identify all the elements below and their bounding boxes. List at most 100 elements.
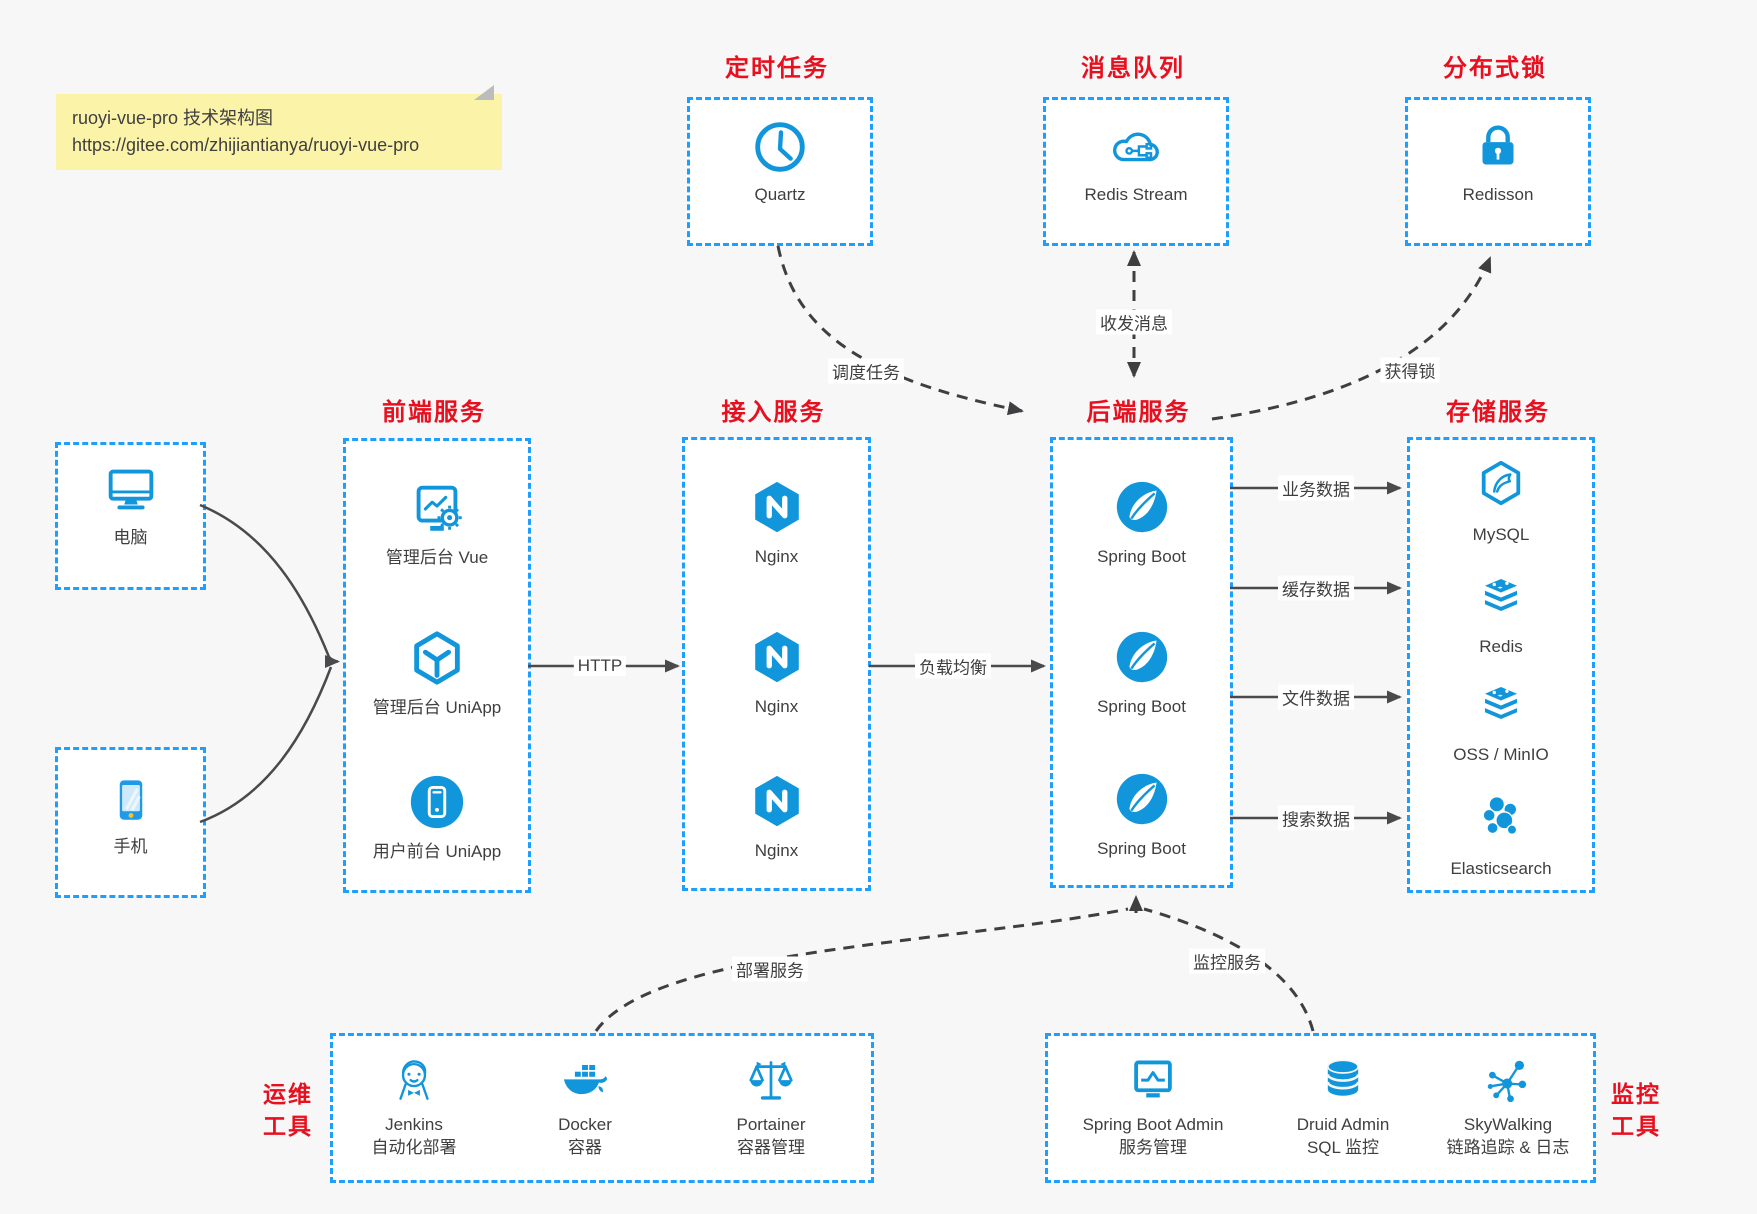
mq-item: Redis Stream: [1046, 116, 1226, 206]
edge-label-send-receive-message: 收发消息: [1096, 309, 1172, 335]
client-mobile-box: 手机: [55, 747, 206, 898]
client-pc-item: 电脑: [58, 459, 203, 549]
client-mobile-label: 手机: [113, 837, 148, 856]
ops-box: Jenkins 自动化部署 Docker 容器: [330, 1033, 874, 1183]
frontend-item-admin-uniapp: 管理后台 UniApp: [346, 627, 528, 719]
druid-icon: [1326, 1059, 1360, 1096]
edge-label-http: HTTP: [573, 656, 627, 676]
access-item-label: Nginx: [754, 697, 799, 716]
storage-item-label: OSS / MinIO: [1453, 745, 1549, 764]
ops-item-sub: 容器管理: [737, 1138, 805, 1157]
desktop-icon: [108, 469, 153, 510]
smartphone-icon: [119, 780, 142, 820]
clock-icon: [755, 122, 805, 172]
monitoring-item-sub: 链路追踪 & 日志: [1446, 1138, 1570, 1157]
docker-icon: [563, 1064, 608, 1095]
group-title-frontend: 前端服务: [382, 399, 486, 426]
spring-boot-icon: [1116, 481, 1167, 533]
nginx-icon: [754, 631, 799, 683]
lock-item: Redisson: [1408, 116, 1588, 206]
skywalking-icon: [1487, 1060, 1527, 1103]
frontend-item-label: 管理后台 Vue: [385, 548, 489, 567]
ops-item-sub: 容器: [568, 1138, 602, 1157]
access-item-nginx-2: Nginx: [685, 626, 868, 718]
ops-item-jenkins: Jenkins 自动化部署: [334, 1054, 494, 1160]
frontend-item-user-uniapp: 用户前台 UniApp: [346, 771, 528, 863]
edge-label-load-balance: 负载均衡: [915, 653, 991, 679]
backend-box: Spring Boot Spring Boot Spring Boot: [1050, 437, 1233, 888]
ops-item-docker: Docker 容器: [505, 1054, 665, 1160]
ops-item-portainer: Portainer 容器管理: [691, 1054, 851, 1160]
edge-label-schedule-task: 调度任务: [828, 358, 904, 384]
client-mobile-item: 手机: [58, 770, 203, 858]
user-uniapp-icon: [410, 775, 464, 829]
edge-label-cache-data: 缓存数据: [1278, 575, 1354, 601]
spring-boot-icon: [1116, 631, 1167, 683]
admin-vue-icon: [416, 485, 462, 531]
edge-label-deploy-service: 部署服务: [732, 956, 808, 982]
oss-stack-icon: [1484, 686, 1518, 720]
storage-item-elasticsearch: Elasticsearch: [1410, 790, 1592, 880]
monitoring-item-label: Spring Boot Admin: [1082, 1115, 1224, 1134]
group-title-ops: 运维 工具: [248, 1078, 328, 1142]
monitoring-item-label: Druid Admin: [1296, 1115, 1390, 1134]
cloud-stream-icon: [1113, 132, 1159, 162]
group-title-backend: 后端服务: [1086, 399, 1191, 426]
storage-item-label: Redis: [1479, 637, 1523, 656]
backend-item-spring-3: Spring Boot: [1053, 768, 1230, 860]
mq-box: Redis Stream: [1043, 97, 1229, 246]
portainer-icon: [749, 1061, 793, 1100]
edge-label-monitor-service: 监控服务: [1189, 948, 1265, 974]
group-title-mq: 消息队列: [1081, 55, 1185, 82]
ops-title-line1: 运维: [263, 1081, 313, 1107]
group-title-access: 接入服务: [721, 399, 826, 426]
edge-label-acquire-lock: 获得锁: [1380, 357, 1440, 383]
redis-stack-icon: [1484, 578, 1518, 612]
access-box: Nginx Nginx Nginx: [682, 437, 871, 891]
sticky-note: ruoyi-vue-pro 技术架构图 https://gitee.com/zh…: [56, 85, 502, 170]
monitoring-title-line2: 工具: [1611, 1113, 1661, 1139]
lock-label: Redisson: [1462, 185, 1534, 204]
frontend-box: 管理后台 Vue 管理后台 UniApp 用户前台 UniApp: [343, 438, 531, 893]
frontend-item-label: 用户前台 UniApp: [372, 842, 502, 861]
storage-box: MySQL Redis: [1407, 437, 1595, 893]
edge-label-business-data: 业务数据: [1278, 475, 1354, 501]
access-item-label: Nginx: [754, 547, 799, 566]
client-pc-box: 电脑: [55, 442, 206, 590]
frontend-item-admin-vue: 管理后台 Vue: [346, 477, 528, 569]
backend-item-label: Spring Boot: [1097, 547, 1186, 566]
access-item-nginx-1: Nginx: [685, 476, 868, 568]
monitoring-item-druid: Druid Admin SQL 监控: [1253, 1054, 1433, 1160]
ops-title-line2: 工具: [263, 1113, 313, 1139]
note-fold-corner: [474, 85, 494, 100]
nginx-icon: [754, 481, 799, 533]
client-pc-label: 电脑: [113, 528, 148, 547]
scheduler-box: Quartz: [687, 97, 873, 246]
monitoring-item-sba: Spring Boot Admin 服务管理: [1063, 1054, 1243, 1160]
backend-item-spring-2: Spring Boot: [1053, 626, 1230, 718]
mq-label: Redis Stream: [1084, 185, 1188, 204]
note-title: ruoyi-vue-pro 技术架构图: [72, 108, 274, 128]
lock-icon: [1482, 125, 1514, 165]
frontend-item-label: 管理后台 UniApp: [372, 698, 502, 717]
backend-item-label: Spring Boot: [1097, 839, 1186, 858]
ops-item-label: Jenkins: [385, 1115, 443, 1134]
group-title-scheduler: 定时任务: [725, 55, 829, 82]
monitoring-box: Spring Boot Admin 服务管理 Druid Admin SQL 监…: [1045, 1033, 1596, 1183]
monitoring-item-label: SkyWalking: [1463, 1115, 1553, 1134]
jenkins-icon: [399, 1060, 429, 1100]
edge-label-file-data: 文件数据: [1278, 684, 1354, 710]
lock-box: Redisson: [1405, 97, 1591, 246]
ops-item-label: Docker: [558, 1115, 612, 1134]
backend-item-label: Spring Boot: [1097, 697, 1186, 716]
monitoring-item-sub: SQL 监控: [1306, 1138, 1380, 1157]
storage-item-label: Elasticsearch: [1450, 859, 1552, 878]
monitoring-item-sub: 服务管理: [1119, 1138, 1187, 1157]
storage-item-mysql: MySQL: [1410, 456, 1592, 546]
group-title-storage: 存储服务: [1446, 399, 1550, 426]
note-url: https://gitee.com/zhijiantianya/ruoyi-vu…: [72, 135, 420, 155]
spring-boot-icon: [1116, 773, 1167, 825]
monitoring-title-line1: 监控: [1611, 1081, 1661, 1107]
admin-uniapp-icon: [414, 631, 460, 685]
